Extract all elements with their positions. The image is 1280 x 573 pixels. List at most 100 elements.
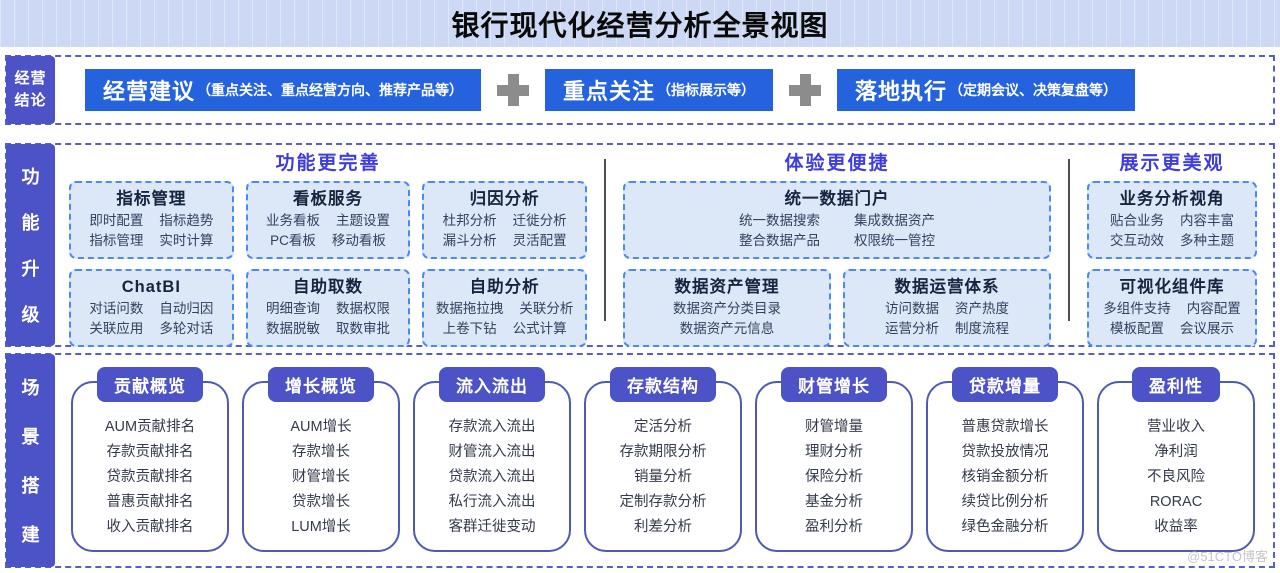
section-label-text: 级 [21, 305, 40, 325]
upgrade-card-item: 对话问数 [89, 301, 144, 316]
upgrade-card-row: 对话问数自动归因 [89, 299, 213, 319]
upgrade-card-row: 访问数据 资产热度 [885, 299, 1009, 319]
scene-card-item: 贷款贡献排名 [106, 469, 194, 485]
group-header: 展示更美观 [1119, 153, 1225, 174]
upgrade-card-item: 权限统一管控 [854, 233, 935, 248]
scene-card-item: 核销金额分析 [961, 469, 1049, 485]
upgrade-card-title: 看板服务 [292, 190, 363, 208]
scene-card: 财管增长财管增量理财分析保险分析基金分析盈利分析 [755, 367, 913, 552]
scene-card-item: 普惠贡献排名 [106, 494, 194, 510]
upgrade-card-item: 移动看板 [331, 233, 386, 248]
upgrade-card-title: 归因分析 [469, 190, 540, 208]
upgrade-card-item: 明细查询 [265, 301, 320, 316]
upgrade-card-title: 指标管理 [116, 190, 187, 208]
conclusion-box: 经营建议（重点关注、重点经营方向、推荐产品等） [85, 69, 482, 111]
section-label-text: 能 [21, 213, 40, 233]
upgrade-card-item: 整合数据产品 [739, 233, 820, 248]
upgrade-card-item: 统一数据搜索 [739, 213, 820, 228]
upgrade-card-item: 多轮对话 [159, 321, 214, 336]
scene-card: 流入流出存款流入流出财管流入流出贷款流入流出私行流入流出客群迁徙变动 [413, 367, 571, 552]
conclusion-box-title: 落地执行 [855, 79, 948, 104]
section-conclusion: 经营 结论 经营建议（重点关注、重点经营方向、推荐产品等） 重点关注（指标展示等）… [5, 55, 1275, 125]
upgrade-card: 数据运营体系访问数据资产热度运营分析制度流程 [843, 269, 1051, 347]
scene-card: 贷款增量普惠贷款增长贷款投放情况核销金额分析续贷比例分析绿色金融分析 [926, 367, 1084, 552]
section-label-text: 经营 [14, 70, 47, 87]
section-label-text: 结论 [14, 92, 47, 109]
scene-card-item: 保险分析 [805, 469, 863, 485]
upgrade-card-item: 自动归因 [159, 301, 214, 316]
upgrade-card-row: PC看板移动看板 [270, 231, 386, 251]
scene-card-item-list: 普惠贷款增长贷款投放情况核销金额分析续贷比例分析绿色金融分析 [928, 415, 1082, 540]
scene-card-item: 贷款增长 [292, 494, 350, 510]
upgrade-card-row: 指标管理实时计算 [89, 231, 213, 251]
upgrade-card-title: 自助分析 [469, 278, 540, 296]
section-label-text: 景 [21, 427, 40, 447]
conclusion-box: 重点关注（指标展示等） [545, 69, 774, 111]
upgrade-card-item: 杜邦分析 [442, 213, 497, 228]
upgrade-card-row: 模板配置会议展示 [1110, 319, 1234, 339]
group-card-grid: 统一数据门户统一数据搜索集成数据资产整合数据产品权限统一管控数据资产管理数据资产… [623, 179, 1051, 347]
upgrade-card: 业务分析视角贴合业务内容丰富交互动效多种主题 [1087, 181, 1257, 259]
upgrade-card-item: 即时配置 [89, 213, 144, 228]
upgrade-card-row: 关联应用多轮对话 [89, 319, 213, 339]
upgrade-card-row: 贴合业务 内容丰富 [1110, 211, 1234, 231]
scene-card-item: 定活分析 [634, 419, 692, 435]
scene-card-item: 贷款投放情况 [961, 444, 1049, 460]
section-label-conclusion: 经营 结论 [6, 56, 55, 124]
upgrade-card-title: ChatBI [121, 278, 181, 296]
scene-card-title-badge: 存款结构 [610, 367, 716, 402]
scene-card-item: 盈利分析 [805, 519, 863, 535]
upgrade-card: 数据资产管理数据资产分类目录数据资产元信息 [623, 269, 831, 347]
title-band: 银行现代化经营分析全景视图 [0, 0, 1280, 47]
upgrade-card-item: 内容配置 [1186, 301, 1241, 316]
upgrade-card-item: 访问数据 [885, 301, 939, 316]
section-label-text: 功 [21, 167, 40, 187]
conclusion-box-title: 经营建议 [103, 79, 196, 104]
upgrade-card-item: 迁徙分析 [512, 213, 567, 228]
upgrade-card-row: 杜邦分析迁徙分析 [443, 211, 567, 231]
upgrade-card-item: 指标管理 [89, 233, 144, 248]
upgrade-card-title: 自助取数 [292, 278, 363, 296]
upgrade-card-item: 数据权限 [335, 301, 390, 316]
scene-card-title-badge: 流入流出 [439, 367, 545, 402]
upgrade-card-row: 上卷下钻公式计算 [443, 319, 567, 339]
upgrade-card-item: 关联应用 [89, 321, 144, 336]
scene-card-item: 收益率 [1154, 519, 1198, 535]
watermark: @51CTO博客 [1187, 549, 1268, 564]
upgrade-card-row: 数据拖拉拽关联分析 [436, 299, 574, 319]
upgrade-card-item: 多组件支持 [1103, 301, 1171, 316]
upgrade-card-item: 漏斗分析 [442, 233, 497, 248]
scene-card-item: 营业收入 [1147, 419, 1205, 435]
scene-card-item: 存款流入流出 [448, 419, 536, 435]
upgrade-card-row: 数据资产元信息 [680, 319, 775, 339]
upgrade-card-item: 关联分析 [519, 301, 574, 316]
scene-card-item: 利差分析 [634, 519, 692, 535]
scene-card-item: 普惠贷款增长 [961, 419, 1049, 435]
scene-card: 存款结构定活分析存款期限分析销量分析定制存款分析利差分析 [584, 367, 742, 552]
upgrade-card-item: 资产热度 [955, 301, 1009, 316]
section-label-upgrade: 功能升级 [6, 144, 55, 346]
scene-card-item: 客群迁徙变动 [448, 519, 536, 535]
conclusion-box-subtitle: （定期会议、决策复盘等） [949, 82, 1118, 98]
upgrade-card-item: 贴合业务 [1110, 213, 1164, 228]
upgrade-group: 展示更美观业务分析视角贴合业务内容丰富交互动效多种主题可视化组件库多组件支持内容… [1087, 151, 1257, 347]
upgrade-card-item: 会议展示 [1180, 321, 1234, 336]
upgrade-card-row: 交互动效多种主题 [1110, 231, 1234, 251]
upgrade-card-item: 内容丰富 [1180, 213, 1234, 228]
scene-card-title-badge: 贷款增量 [952, 367, 1058, 402]
scene-card-item: LUM增长 [291, 519, 351, 535]
scene-card-item-list: 定活分析存款期限分析销量分析定制存款分析利差分析 [586, 415, 740, 540]
upgrade-card-row: 运营分析制度流程 [885, 319, 1009, 339]
scene-card-item: 存款增长 [292, 444, 350, 460]
upgrade-card: 指标管理即时配置指标趋势指标管理实时计算 [69, 181, 234, 259]
upgrade-card-item: 业务看板 [265, 213, 320, 228]
upgrade-card: 自助分析数据拖拉拽关联分析上卷下钻公式计算 [422, 269, 587, 347]
